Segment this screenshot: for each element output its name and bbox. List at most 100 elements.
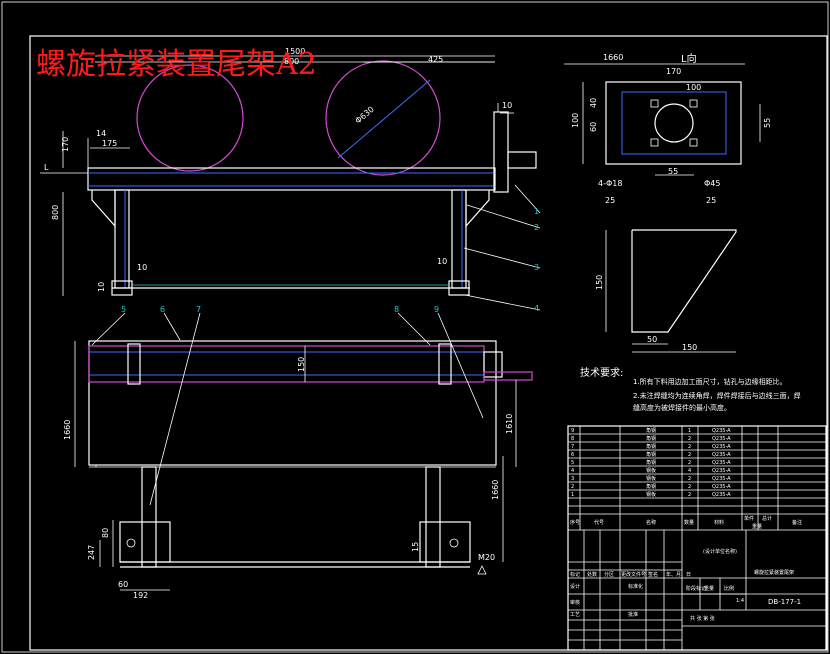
tb-label-5: 年、月、日 [666,571,691,578]
tb-sheets: 共 张 第 张 [690,615,715,622]
dim-10d: 10 [97,282,106,292]
tb-approve: 批准 [628,611,638,618]
tech-line-1: 1.所有下料用边加工面尺寸，钻孔与边缘相距比。 [633,377,787,386]
balloon-3: 3 [534,263,539,272]
label-L: L [44,163,49,172]
dim-80: 80 [101,528,110,538]
tb-drawing-name: 螺旋拉紧装置尾架 [754,569,794,576]
bom-row-4-n: 4 [571,468,574,474]
tb-label-2: 分区 [604,571,614,578]
l-view [564,63,761,176]
dim-R150v: 150 [595,275,604,290]
balloon-5: 5 [121,305,126,314]
dim-175: 175 [102,139,117,148]
drawing-title: 螺旋拉紧装置尾架A2 [36,47,317,82]
bom-row-6-qty: 2 [688,452,691,458]
tb-review: 审核 [570,599,580,606]
bom-row-6-mat: Q235-A [712,452,731,458]
dim-192: 192 [133,591,148,600]
bom-row-4-mat: Q235-A [712,468,731,474]
inner-border [29,35,828,651]
tb-company: (设计单位名称) [703,548,737,555]
bom-row-5-name: 角钢 [646,459,656,466]
dim-L25: 25 [605,196,615,205]
bom-row-1-name: 钢板 [646,491,656,498]
dim-800v: 800 [51,205,60,220]
dim-10b: 10 [137,263,147,272]
bom-row-5-qty: 2 [688,460,691,466]
label-L-view: L向 [681,52,697,65]
tb-scale: 比例 [724,585,734,592]
dim-15: 15 [411,542,420,552]
dim-60: 60 [118,580,128,589]
dim-425: 425 [428,55,443,64]
dim-L25b: 25 [706,196,716,205]
tech-line-2: 2.未注焊缝均为连续角焊，焊件焊接后与边线三面，焊 [633,391,801,400]
bom-row-9-qty: 1 [688,428,691,434]
bom-header-n: 序号 [570,519,580,526]
bom-row-3-name: 钢板 [646,475,656,482]
balloon-8: 8 [394,305,399,314]
balloon-9: 9 [434,305,439,314]
bom-row-2-n: 2 [571,484,574,490]
tb-label-4: 签名 [648,571,658,578]
bom-header-total: 总计 [762,515,772,522]
bom-row-9-name: 角钢 [646,427,656,434]
bom-row-2-mat: Q235-A [712,484,731,490]
bom-row-4-name: 钢板 [646,467,656,474]
bom-row-3-qty: 2 [688,476,691,482]
dim-L100: 100 [571,113,580,128]
dim-L45: Φ45 [704,179,720,188]
dim-1660b: 1660 [491,480,500,500]
bom-row-8-name: 角钢 [646,435,656,442]
tb-weight: 重量 [704,585,714,592]
dim-247: 247 [87,545,96,560]
bom-row-6-name: 角钢 [646,451,656,458]
bom-row-1-n: 1 [571,492,574,498]
dim-1610: 1610 [505,414,514,434]
tb-label-0: 标记 [570,571,580,578]
dim-L4-18: 4-Φ18 [598,179,622,188]
balloon-1: 1 [534,207,539,216]
bom-row-4-qty: 4 [688,468,691,474]
bom-header-mat: 材料 [714,519,724,526]
bom-row-6-n: 6 [571,452,574,458]
leaders-front [463,184,541,311]
front-view [40,55,537,296]
top-view [74,340,533,591]
drum-circle-right [325,60,441,176]
title-block [567,425,827,651]
dim-10a: 10 [502,101,512,110]
dim-L55b: 55 [668,167,678,176]
dim-150m: 150 [297,357,306,372]
leaders-top [91,312,484,506]
dim-630: Φ630 [354,105,376,126]
bom-row-3-n: 3 [571,476,574,482]
dim-10c: 10 [437,257,447,266]
dim-L60: 60 [589,122,598,132]
bom-header-code: 代号 [594,519,604,526]
tb-scale-val: 1:4 [736,598,744,604]
bom-row-5-mat: Q235-A [712,460,731,466]
dim-1500: 1500 [285,47,305,56]
balloon-2: 2 [534,223,539,232]
balloon-4: 4 [534,304,539,313]
drum-circle-left [136,64,244,172]
dim-800: 800 [284,57,299,66]
bom-row-1-mat: Q235-A [712,492,731,498]
gusset-view [605,229,737,353]
bom-header-single: 单件 [744,515,754,522]
bom-row-8-qty: 2 [688,436,691,442]
dim-R150h: 150 [682,343,697,352]
balloon-6: 6 [160,305,165,314]
bom-row-3-mat: Q235-A [712,476,731,482]
bom-row-7-qty: 2 [688,444,691,450]
bom-row-1-qty: 2 [688,492,691,498]
bom-row-7-mat: Q235-A [712,444,731,450]
bom-row-8-n: 8 [571,436,574,442]
dim-1660a: 1660 [63,420,72,440]
tb-design: 设计 [570,583,580,590]
dim-R50: 50 [647,335,657,344]
